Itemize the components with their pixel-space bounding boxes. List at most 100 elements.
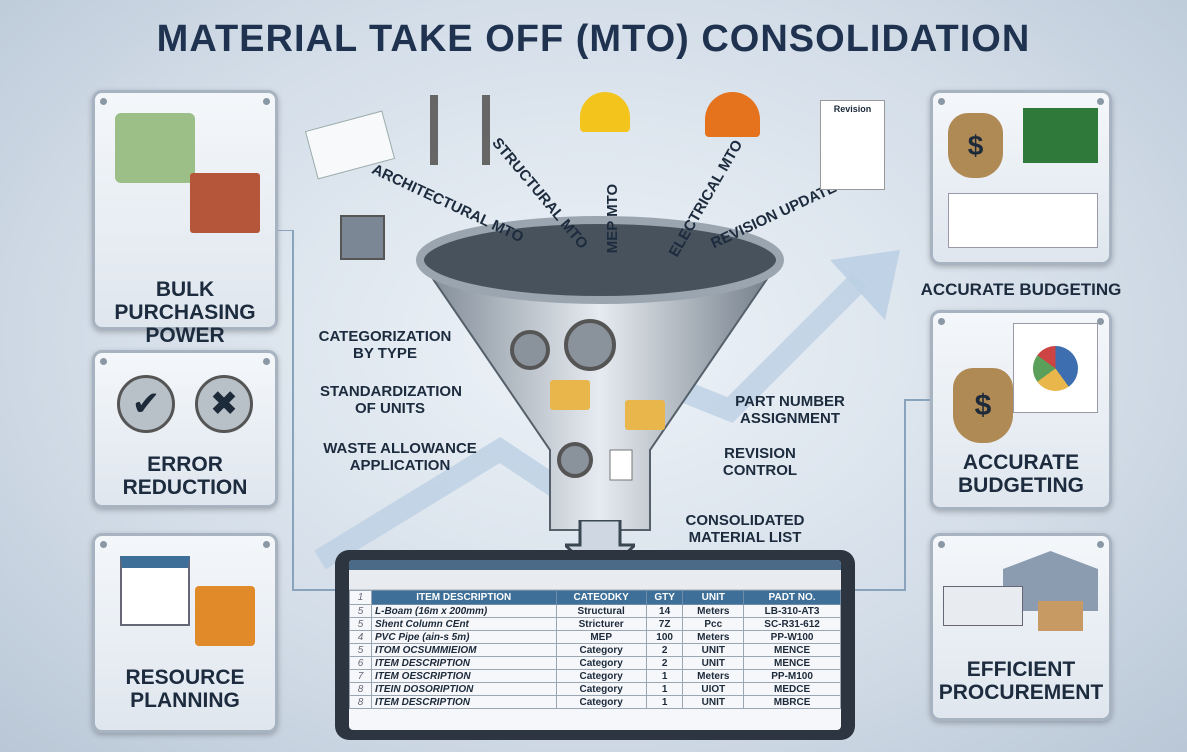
qty: 14 — [645, 604, 684, 618]
unit: UNIT — [682, 695, 745, 709]
qty: 100 — [645, 630, 684, 644]
row-number: 5 — [349, 617, 372, 631]
steel-beam-icon — [430, 95, 490, 165]
part-no: SC-R31-612 — [743, 617, 841, 631]
bricks-icon — [190, 173, 260, 233]
unit: Meters — [682, 669, 745, 683]
part-no: PP-M100 — [743, 669, 841, 683]
category: Category — [555, 695, 647, 709]
money-bag-icon: $ — [953, 368, 1013, 443]
process-part-number: PART NUMBER ASSIGNMENT — [735, 393, 845, 427]
spreadsheet-icon — [948, 193, 1098, 248]
row-number: 4 — [349, 630, 372, 644]
revision-document-icon: Revision — [820, 100, 885, 190]
part-no: MENCE — [743, 656, 841, 670]
consolidated-material-list-tablet: 1 ITEM DESCRIPTION CATEODKY GTY UNIT PAD… — [335, 550, 855, 740]
item-description: L-Boam (16m x 200mm) — [371, 604, 557, 618]
funnel-icon — [416, 216, 784, 531]
category: Category — [555, 643, 647, 657]
x-icon: ✖ — [195, 375, 253, 433]
part-no: LB-310-AT3 — [743, 604, 841, 618]
table-header-row: 1 ITEM DESCRIPTION CATEODKY GTY UNIT PAD… — [349, 590, 841, 605]
left-connector-lines — [278, 230, 370, 596]
process-consolidated-list: CONSOLIDATED MATERIAL LIST — [685, 512, 805, 546]
process-categorization: CATEGORIZATION BY TYPE — [318, 328, 452, 362]
row-number: 7 — [349, 669, 372, 683]
process-waste-allowance: WASTE ALLOWANCE APPLICATION — [323, 440, 477, 474]
category: Category — [555, 682, 647, 696]
benefit-accurate-budgeting: $ ACCURATE BUDGETING — [930, 310, 1112, 510]
benefit-bulk-purchasing: BULK PURCHASING POWER — [92, 90, 278, 347]
item-description: ITOM OCSUMMIEIOM — [371, 643, 557, 657]
truck-icon — [943, 586, 1023, 626]
qty: 1 — [645, 682, 684, 696]
process-revision-control: REVISION CONTROL — [722, 445, 798, 479]
category: Stricturer — [555, 617, 647, 631]
unit: Meters — [682, 604, 745, 618]
item-description: ITEM DESCRIPTION — [371, 695, 557, 709]
part-no: MEDCE — [743, 682, 841, 696]
header-part-no: PADT NO. — [743, 590, 841, 605]
row-number: 8 — [349, 682, 372, 696]
qty: 1 — [645, 669, 684, 683]
benefit-error-reduction: ✔ ✖ ERROR REDUCTION — [92, 350, 278, 508]
yellow-hard-hat-icon — [580, 92, 630, 132]
qty: 2 — [645, 643, 684, 657]
benefit-resource-planning: RESOURCE PLANNING — [92, 533, 278, 733]
item-description: PVC Pipe (ain-s 5m) — [371, 630, 557, 644]
header-category: CATEODKY — [555, 590, 647, 605]
part-no: MENCE — [743, 643, 841, 657]
toolbar — [349, 570, 841, 590]
header-item-description: ITEM DESCRIPTION — [371, 590, 557, 605]
row-number: 5 — [349, 643, 372, 657]
category: Category — [555, 669, 647, 683]
input-mep-mto: MEP MTO — [604, 183, 622, 254]
item-description: ITEIN DOSORIPTION — [371, 682, 557, 696]
row-number: 5 — [349, 604, 372, 618]
circuit-board-icon — [1023, 108, 1098, 163]
money-bag-icon: $ — [948, 113, 1003, 178]
header-qty: GTY — [645, 590, 684, 605]
qty: 1 — [645, 695, 684, 709]
window-title-bar — [349, 560, 841, 570]
unit: UIOT — [682, 682, 745, 696]
category: MEP — [555, 630, 647, 644]
unit: Meters — [682, 630, 745, 644]
process-standardization: STANDARDIZATION OF UNITS — [320, 383, 462, 417]
accurate-budgeting-label-1: ACCURATE BUDGETING — [920, 280, 1122, 299]
unit: UNIT — [682, 643, 745, 657]
item-description: ITEM OESCRIPTION — [371, 669, 557, 683]
item-description: ITEM DESCRIPTION — [371, 656, 557, 670]
item-description: Shent Column CEnt — [371, 617, 557, 631]
row-number: 8 — [349, 695, 372, 709]
material-table: 1 ITEM DESCRIPTION CATEODKY GTY UNIT PAD… — [349, 590, 841, 709]
accurate-budgeting-panel-1: $ — [930, 90, 1112, 265]
qty: 7Z — [645, 617, 684, 631]
row-number: 6 — [349, 656, 372, 670]
part-no: PP-W100 — [743, 630, 841, 644]
money-stack-icon — [115, 113, 195, 183]
page-title: MATERIAL TAKE OFF (MTO) CONSOLIDATION — [156, 18, 1031, 60]
header-unit: UNIT — [682, 590, 745, 605]
category: Structural — [555, 604, 647, 618]
unit: UNIT — [682, 656, 745, 670]
calendar-icon — [120, 556, 190, 626]
check-icon: ✔ — [117, 375, 175, 433]
benefit-efficient-procurement: EFFICIENT PROCUREMENT — [930, 533, 1112, 721]
part-no: MBRCE — [743, 695, 841, 709]
forklift-icon — [195, 586, 255, 646]
pie-chart-report-icon — [1013, 323, 1098, 413]
orange-hard-hat-icon — [705, 92, 760, 137]
category: Category — [555, 656, 647, 670]
qty: 2 — [645, 656, 684, 670]
building-icon — [340, 215, 385, 260]
unit: Pcc — [682, 617, 745, 631]
